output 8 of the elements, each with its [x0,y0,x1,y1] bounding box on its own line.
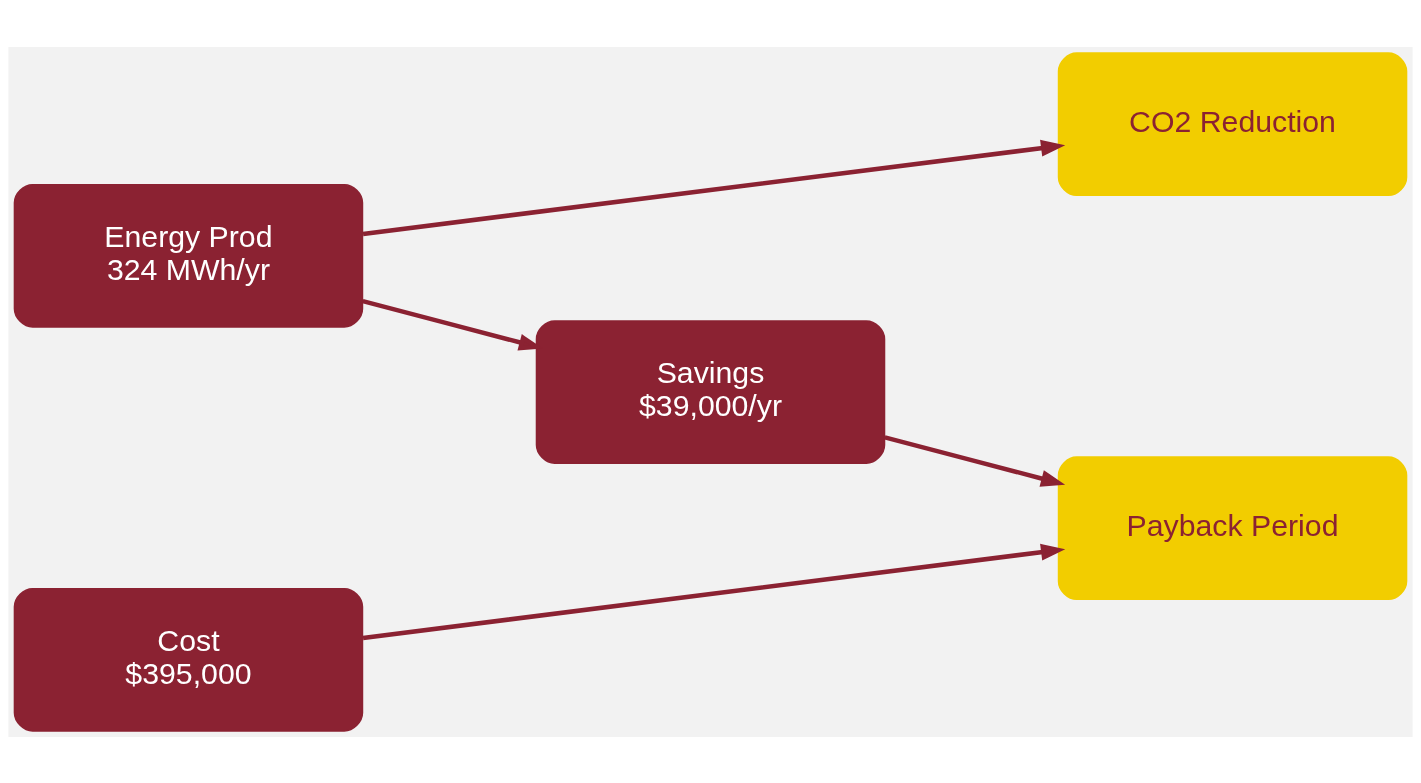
arrow [884,434,1066,487]
arrow [362,543,1066,640]
arrow [362,139,1066,236]
node-box: Payback Period [1057,455,1408,600]
node-box: Savings $39,000/yr [535,319,886,464]
node-box: Cost $395,000 [13,587,364,732]
node-box: CO2 Reduction [1057,51,1408,196]
node-box: Energy Prod 324 MWh/yr [13,183,364,328]
